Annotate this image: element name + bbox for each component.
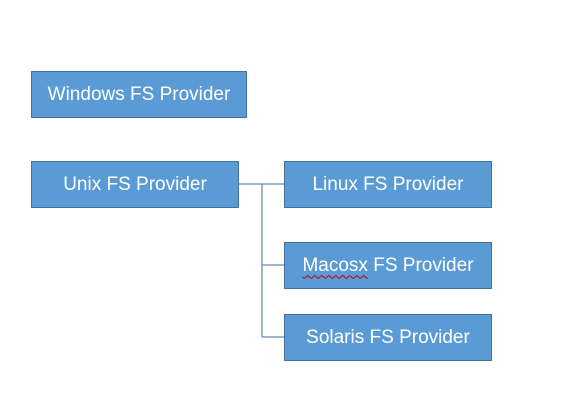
linux-fs-provider-box[interactable]: Linux FS Provider xyxy=(284,161,492,208)
windows-fs-provider-box[interactable]: Windows FS Provider xyxy=(31,71,247,118)
linux-fs-provider-label: Linux FS Provider xyxy=(312,173,464,195)
unix-fs-provider-box[interactable]: Unix FS Provider xyxy=(31,161,239,208)
solaris-fs-provider-label: Solaris FS Provider xyxy=(306,326,470,348)
macosx-fs-provider-box[interactable]: Macosx FS Provider xyxy=(284,242,492,289)
unix-fs-provider-label: Unix FS Provider xyxy=(63,173,207,195)
macosx-label-rest: FS Provider xyxy=(367,254,474,276)
windows-fs-provider-label: Windows FS Provider xyxy=(47,83,231,105)
solaris-fs-provider-box[interactable]: Solaris FS Provider xyxy=(284,314,492,361)
macosx-word: Macosx xyxy=(302,254,368,276)
macosx-fs-provider-label: Macosx FS Provider xyxy=(302,255,473,277)
